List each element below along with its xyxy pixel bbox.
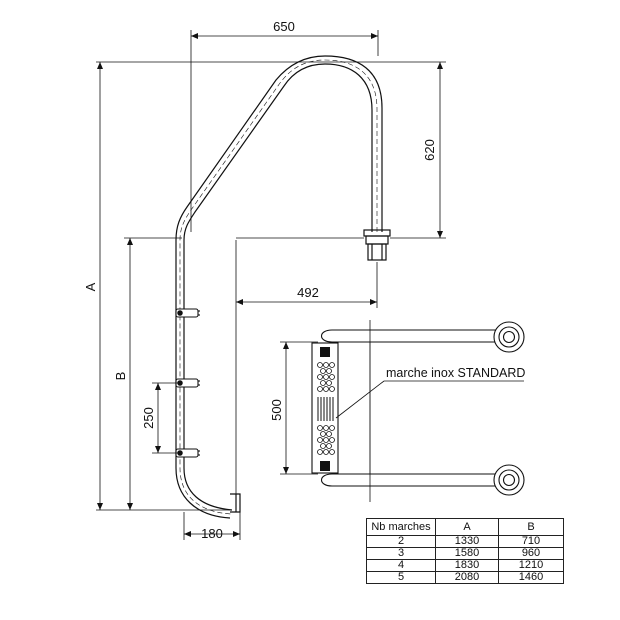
step-callout-leader bbox=[335, 380, 524, 419]
dim-650-label: 650 bbox=[273, 19, 295, 34]
front-view bbox=[320, 320, 500, 502]
table-row: 5 2080 1460 bbox=[366, 571, 564, 584]
dim-a-label: A bbox=[83, 282, 98, 291]
table-cell: 1580 bbox=[435, 547, 499, 560]
table-cell: 4 bbox=[366, 559, 436, 572]
table-cell: 960 bbox=[498, 547, 564, 560]
step-callout-label: marche inox STANDARD bbox=[386, 366, 525, 380]
dimension-lines bbox=[96, 30, 446, 540]
step-brackets bbox=[175, 308, 200, 458]
size-table: Nb marches A B 2 1330 710 3 1580 960 4 1… bbox=[366, 518, 564, 584]
table-cell: 710 bbox=[498, 535, 564, 548]
table-row: 2 1330 710 bbox=[366, 535, 564, 548]
stainless-step bbox=[311, 342, 339, 474]
foot-plate bbox=[230, 493, 241, 513]
table-cell: 1210 bbox=[498, 559, 564, 572]
table-cell: 5 bbox=[366, 571, 436, 584]
dim-b-label: B bbox=[113, 372, 128, 381]
dim-180-label: 180 bbox=[201, 526, 223, 541]
table-cell: 1330 bbox=[435, 535, 499, 548]
table-cell: 2 bbox=[366, 535, 436, 548]
dim-620-label: 620 bbox=[422, 139, 437, 161]
table-cell: 3 bbox=[366, 547, 436, 560]
table-cell: 2080 bbox=[435, 571, 499, 584]
header-nb-marches: Nb marches bbox=[366, 518, 436, 536]
table-row: 3 1580 960 bbox=[366, 547, 564, 560]
table-cell: 1460 bbox=[498, 571, 564, 584]
dim-500-lines bbox=[280, 341, 318, 475]
dim-250-label: 250 bbox=[141, 407, 156, 429]
dim-492-label: 492 bbox=[297, 285, 319, 300]
flange-top bbox=[493, 321, 525, 353]
flange-bottom bbox=[493, 464, 525, 496]
side-view-handrail bbox=[175, 55, 383, 519]
header-a: A bbox=[435, 518, 499, 536]
table-header-row: Nb marches A B bbox=[366, 518, 564, 536]
table-cell: 1830 bbox=[435, 559, 499, 572]
table-row: 4 1830 1210 bbox=[366, 559, 564, 572]
header-b: B bbox=[498, 518, 564, 536]
dim-500-label: 500 bbox=[269, 399, 284, 421]
anchor-socket bbox=[363, 229, 391, 261]
